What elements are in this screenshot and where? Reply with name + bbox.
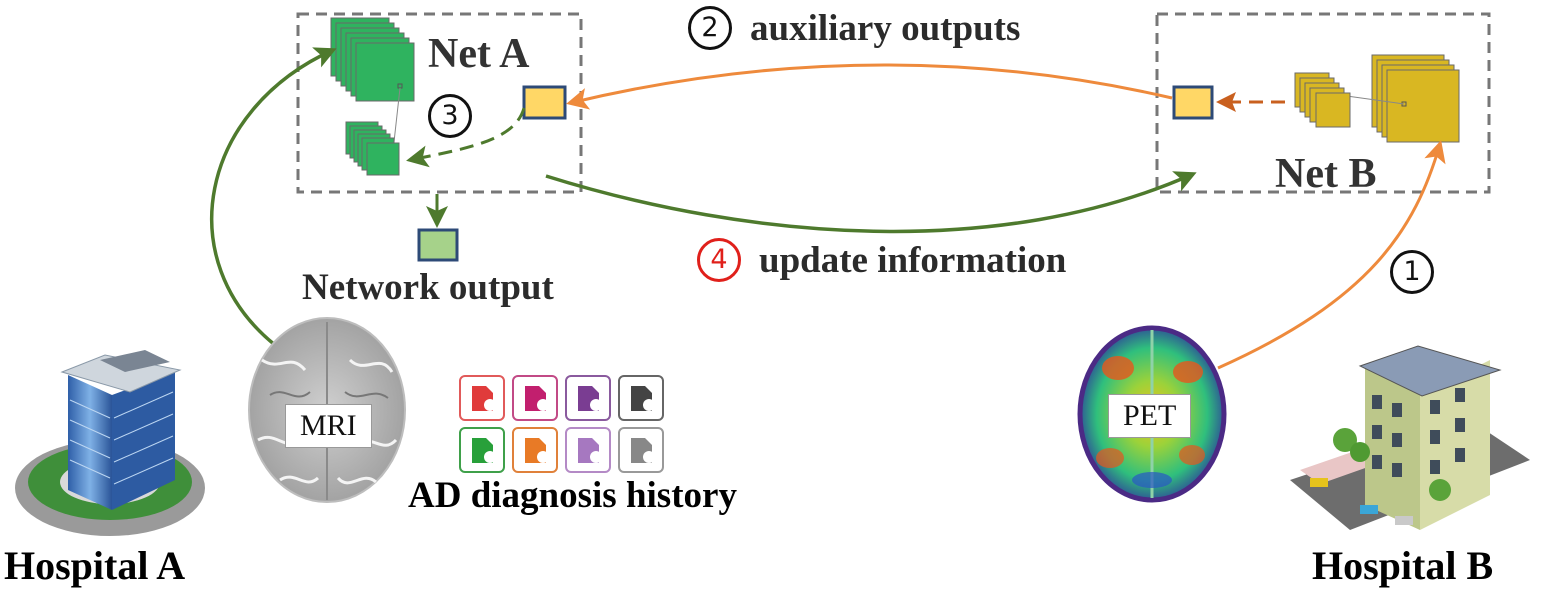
step-2-text: auxiliary outputs xyxy=(750,7,1021,49)
net-b-box xyxy=(1155,12,1491,194)
net-a-feature-box xyxy=(522,85,567,120)
pet-to-net-b-arrow xyxy=(1217,140,1446,370)
hospital-b-building-icon xyxy=(1290,345,1530,530)
step-4-label: 4 update information xyxy=(697,238,1066,282)
step-3-number: 3 xyxy=(428,94,472,138)
step-3-label: 3 xyxy=(428,94,472,138)
net-b-label: Net B xyxy=(1275,151,1377,197)
record-file-icon-6 xyxy=(512,427,558,473)
net-b-layer-stack-small xyxy=(1294,72,1351,128)
net-a-internal-arrow xyxy=(406,107,526,168)
auxiliary-outputs-arrow xyxy=(566,63,1173,110)
record-file-icon-7 xyxy=(565,427,611,473)
record-file-icons xyxy=(459,375,664,473)
hospital-a-building-icon xyxy=(15,350,205,536)
net-b-feature-box xyxy=(1172,85,1214,120)
step-1-label: 1 xyxy=(1390,250,1434,294)
hospital-a-label: Hospital A xyxy=(4,543,186,588)
network-output-label: Network output xyxy=(302,267,554,308)
net-b-layer-stack-large xyxy=(1317,54,1460,143)
step-2-label: 2 auxiliary outputs xyxy=(688,6,1020,50)
record-file-icon-1 xyxy=(459,375,505,421)
record-file-icon-5 xyxy=(459,427,505,473)
record-file-icon-8 xyxy=(618,427,664,473)
step-1-number: 1 xyxy=(1390,250,1434,294)
step-4-text: update information xyxy=(759,239,1067,281)
pet-label: PET xyxy=(1108,394,1192,438)
network-output-box xyxy=(417,228,459,262)
mri-label: MRI xyxy=(285,404,372,448)
mri-to-net-a-arrow xyxy=(210,47,337,347)
ad-history-label: AD diagnosis history xyxy=(408,475,737,516)
record-file-icon-4 xyxy=(618,375,664,421)
record-file-icon-2 xyxy=(512,375,558,421)
update-information-arrow xyxy=(545,171,1197,234)
net-a-layer-stack-small xyxy=(345,121,400,176)
net-a-layer-stack-large xyxy=(330,17,415,161)
step-2-number: 2 xyxy=(688,6,732,50)
net-a-label: Net A xyxy=(428,31,530,77)
net-a-box xyxy=(296,12,583,194)
step-4-number: 4 xyxy=(697,238,741,282)
hospital-b-label: Hospital B xyxy=(1312,543,1494,588)
record-file-icon-3 xyxy=(565,375,611,421)
